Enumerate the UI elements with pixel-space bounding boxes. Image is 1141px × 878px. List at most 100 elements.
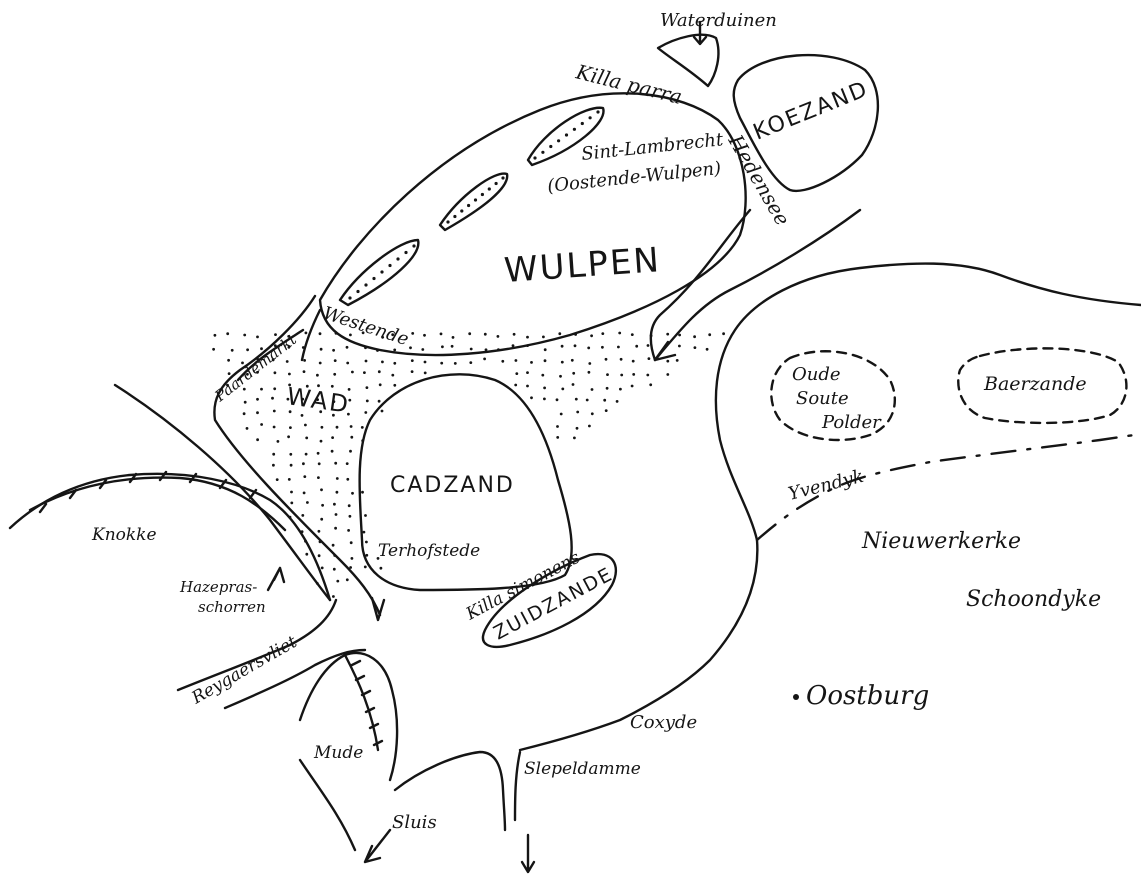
wad-dot bbox=[649, 383, 653, 387]
ridge-dot bbox=[588, 116, 592, 120]
wad-dot bbox=[316, 373, 319, 377]
wad-dot bbox=[496, 335, 500, 338]
wad-dot bbox=[439, 332, 443, 336]
label-cadzand: CADZAND bbox=[390, 473, 515, 498]
ridge-dot bbox=[564, 133, 569, 137]
wad-dot bbox=[333, 502, 336, 506]
wad-dot bbox=[271, 358, 275, 362]
wad-dot bbox=[290, 501, 294, 505]
sea-arm-arrow bbox=[649, 208, 862, 362]
ridge-dot bbox=[412, 244, 416, 248]
ridge-dot bbox=[580, 121, 584, 126]
wad-dot bbox=[331, 543, 335, 547]
wad-dot bbox=[272, 452, 276, 456]
wad-dot bbox=[555, 398, 559, 402]
wad-dot bbox=[590, 412, 594, 416]
dune-ridges bbox=[338, 106, 605, 307]
wad-dot bbox=[273, 387, 277, 391]
wad-dot bbox=[646, 373, 650, 377]
wad-dot bbox=[316, 398, 319, 401]
wad-dot bbox=[678, 344, 681, 348]
wad-dot bbox=[666, 359, 670, 363]
wad-dot bbox=[635, 344, 639, 348]
wad-dot bbox=[543, 359, 547, 363]
wad-dot bbox=[575, 426, 579, 430]
oostburg-dot bbox=[793, 694, 799, 700]
label-yvendyk: Yvendyk bbox=[786, 466, 866, 505]
wad-dot bbox=[288, 515, 292, 519]
wad-dot bbox=[286, 397, 290, 401]
wad-dot bbox=[526, 344, 529, 347]
wad-dot bbox=[301, 514, 305, 517]
ridge-dot bbox=[473, 198, 478, 202]
wad-dot bbox=[632, 373, 636, 376]
label-koezand: KOEZAND bbox=[750, 77, 872, 146]
wad-dot bbox=[319, 410, 323, 414]
wad-dot bbox=[530, 361, 533, 364]
wulpen-island bbox=[318, 92, 747, 357]
wad-dot bbox=[601, 332, 605, 335]
wad-dot bbox=[256, 397, 259, 401]
wad-dot bbox=[288, 383, 291, 387]
wad-dot bbox=[541, 373, 545, 377]
wad-dot bbox=[376, 349, 379, 352]
wad-dot bbox=[393, 361, 397, 365]
wad-dot bbox=[330, 384, 334, 388]
wad-dot bbox=[588, 424, 591, 428]
ridge-dot bbox=[388, 263, 392, 268]
wad-dot bbox=[393, 383, 397, 387]
wad-dot bbox=[484, 348, 488, 352]
wad-dot bbox=[543, 348, 547, 352]
wad-dot bbox=[526, 384, 529, 388]
wad-dot bbox=[468, 332, 472, 336]
wad-dot bbox=[377, 399, 381, 403]
wad-dot bbox=[317, 462, 321, 466]
wad-dot bbox=[556, 425, 559, 428]
wad-dot bbox=[320, 566, 324, 570]
ridge-dot bbox=[572, 127, 577, 131]
wad-dot bbox=[246, 372, 249, 376]
wad-dot bbox=[304, 331, 308, 335]
wad-dot bbox=[605, 386, 609, 390]
label-killa-parra: Killa parra bbox=[573, 59, 685, 109]
wad-dot bbox=[306, 501, 309, 504]
ridge-dot bbox=[404, 250, 408, 255]
wad-dot bbox=[603, 398, 607, 402]
wad-dot bbox=[347, 412, 350, 416]
wad-dot bbox=[542, 335, 545, 339]
wad-dot bbox=[212, 347, 216, 351]
wad-dot bbox=[646, 344, 650, 347]
wad-dot bbox=[363, 371, 366, 374]
wad-dot bbox=[349, 333, 352, 337]
wad-dot bbox=[469, 347, 473, 351]
wad-dot bbox=[361, 439, 365, 443]
label-terhofstede: Terhofstede bbox=[378, 541, 480, 561]
wad-dot bbox=[620, 373, 624, 377]
ridge-dot bbox=[372, 276, 376, 281]
wad-dot bbox=[376, 557, 380, 560]
wad-dot bbox=[561, 387, 565, 391]
wad-dot bbox=[243, 333, 247, 337]
wad-dot bbox=[245, 427, 249, 430]
hazepras-arrow bbox=[266, 566, 286, 592]
mude-shore bbox=[298, 651, 399, 782]
wad-dot bbox=[391, 333, 395, 337]
wad-dot bbox=[349, 566, 352, 569]
wad-dot bbox=[320, 488, 323, 492]
wad-dot bbox=[469, 361, 473, 364]
wad-dot bbox=[260, 387, 263, 391]
wad-dot bbox=[332, 348, 335, 352]
wad-dot bbox=[348, 398, 352, 402]
ridge-dot bbox=[549, 144, 553, 149]
ridge-dot bbox=[380, 270, 384, 274]
wad-dot bbox=[678, 333, 681, 337]
wad-dot bbox=[333, 372, 337, 376]
wad-dot bbox=[287, 345, 291, 349]
east-mainland-coast bbox=[518, 262, 1141, 752]
label-oostburg: Oostburg bbox=[806, 681, 929, 711]
wad-dot bbox=[334, 526, 337, 530]
wad-dot bbox=[364, 346, 367, 350]
wad-dot bbox=[321, 503, 324, 507]
wad-dot bbox=[332, 567, 336, 571]
wad-dot bbox=[302, 462, 305, 466]
